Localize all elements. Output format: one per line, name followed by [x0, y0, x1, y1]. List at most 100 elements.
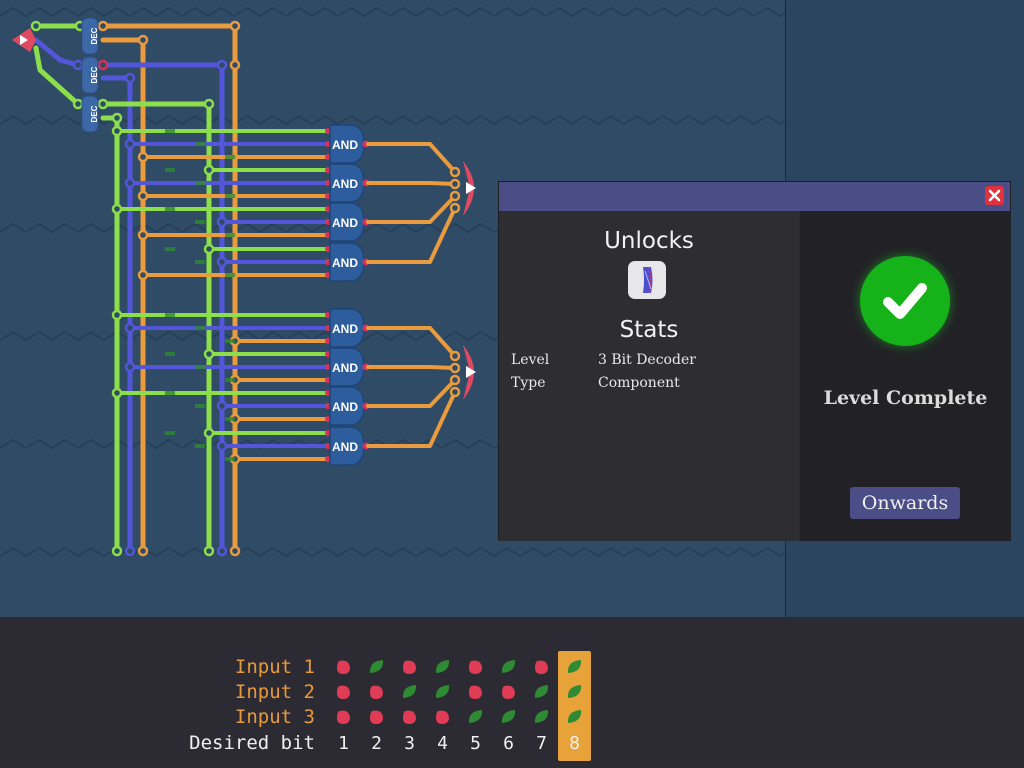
column-number[interactable]: 5	[459, 733, 492, 754]
level-complete-text: Level Complete	[800, 387, 1011, 409]
wire-node	[205, 547, 213, 555]
bit-cell	[500, 708, 517, 725]
column-number[interactable]: 6	[492, 733, 525, 754]
wire-signal	[165, 129, 175, 133]
wire-node	[113, 127, 121, 135]
unlocked-component-tile[interactable]	[628, 261, 666, 299]
wire-node	[139, 153, 147, 161]
wire	[368, 367, 455, 368]
stat-level-label: Level	[511, 352, 549, 368]
decoder-component-icon	[628, 261, 666, 299]
wire-signal	[225, 457, 235, 461]
bit-on-icon	[566, 708, 583, 725]
bit-cell	[434, 683, 451, 700]
column-number[interactable]: 7	[525, 733, 558, 754]
bit-off-icon	[467, 658, 484, 675]
bit-off-icon	[401, 658, 418, 675]
wire-node	[113, 311, 121, 319]
wire-node	[451, 192, 459, 200]
bit-off-icon	[500, 683, 517, 700]
bit-off-icon	[434, 708, 451, 725]
wire	[368, 328, 455, 356]
column-number[interactable]: 3	[393, 733, 426, 754]
decoder-label: DEC	[90, 66, 99, 83]
wire-signal	[195, 404, 205, 408]
wire-signal	[165, 352, 175, 356]
onwards-button[interactable]: Onwards	[850, 487, 960, 519]
wire-signal	[225, 155, 235, 159]
wire-node	[205, 429, 213, 437]
column-number[interactable]: 8	[558, 733, 591, 754]
level-complete-dialog: Unlocks Stats Level 3 Bit Decoder Type C…	[498, 181, 1011, 541]
bit-cell	[500, 683, 517, 700]
bit-cell	[533, 683, 550, 700]
wire-node	[231, 547, 239, 555]
bit-on-icon	[467, 708, 484, 725]
and-gate-label: AND	[332, 361, 358, 375]
wire-signal	[165, 313, 175, 317]
wire-node	[205, 245, 213, 253]
column-number[interactable]: 1	[327, 733, 360, 754]
wire-node	[139, 36, 147, 44]
wire-node	[231, 22, 239, 30]
input-2-label: Input 2	[15, 681, 315, 703]
wire-node	[451, 352, 459, 360]
bit-cell	[434, 708, 451, 725]
wire-node	[205, 100, 213, 108]
unlocks-panel: Unlocks Stats Level 3 Bit Decoder Type C…	[499, 211, 799, 541]
wire-node	[126, 74, 134, 82]
bit-on-icon	[533, 683, 550, 700]
bit-cell	[368, 708, 385, 725]
wire-node	[139, 271, 147, 279]
wire	[368, 380, 455, 406]
bit-cell	[335, 658, 352, 675]
wire-node	[218, 402, 226, 410]
wire-node	[451, 376, 459, 384]
bit-off-icon	[335, 708, 352, 725]
wire-node	[218, 442, 226, 450]
stat-type-value: Component	[598, 375, 680, 391]
wire-node	[99, 61, 107, 69]
wire-signal	[165, 207, 175, 211]
bit-cell	[566, 658, 583, 675]
wire-node	[451, 180, 459, 188]
close-button[interactable]	[985, 186, 1004, 205]
bit-on-icon	[533, 708, 550, 725]
wire-node	[451, 364, 459, 372]
wire-node	[451, 204, 459, 212]
wire-signal	[225, 378, 235, 382]
bit-off-icon	[335, 658, 352, 675]
bit-on-icon	[434, 658, 451, 675]
unlocks-heading: Unlocks	[499, 228, 799, 254]
wire-node	[218, 258, 226, 266]
wire-node	[205, 166, 213, 174]
bit-on-icon	[566, 658, 583, 675]
bit-on-icon	[566, 683, 583, 700]
bit-cell	[533, 708, 550, 725]
wire-signal	[195, 444, 205, 448]
bit-cell	[401, 683, 418, 700]
wire-signal	[195, 365, 205, 369]
bit-cell	[434, 658, 451, 675]
wire-signal	[225, 339, 235, 343]
wire-node	[126, 547, 134, 555]
bit-cell	[467, 683, 484, 700]
wire-node	[126, 179, 134, 187]
and-gate-label: AND	[332, 216, 358, 230]
wire	[368, 144, 455, 172]
wire-node	[139, 231, 147, 239]
bit-off-icon	[335, 683, 352, 700]
stat-type-label: Type	[511, 375, 546, 391]
wire-node	[113, 205, 121, 213]
bit-cell	[368, 658, 385, 675]
column-number[interactable]: 4	[426, 733, 459, 754]
input-3-label: Input 3	[15, 706, 315, 728]
wire-signal	[225, 417, 235, 421]
wire-node	[126, 363, 134, 371]
success-badge	[860, 256, 950, 346]
bit-cell	[500, 658, 517, 675]
desired-bit-label: Desired bit	[15, 732, 315, 754]
wire-signal	[195, 260, 205, 264]
bit-off-icon	[467, 683, 484, 700]
column-number[interactable]: 2	[360, 733, 393, 754]
